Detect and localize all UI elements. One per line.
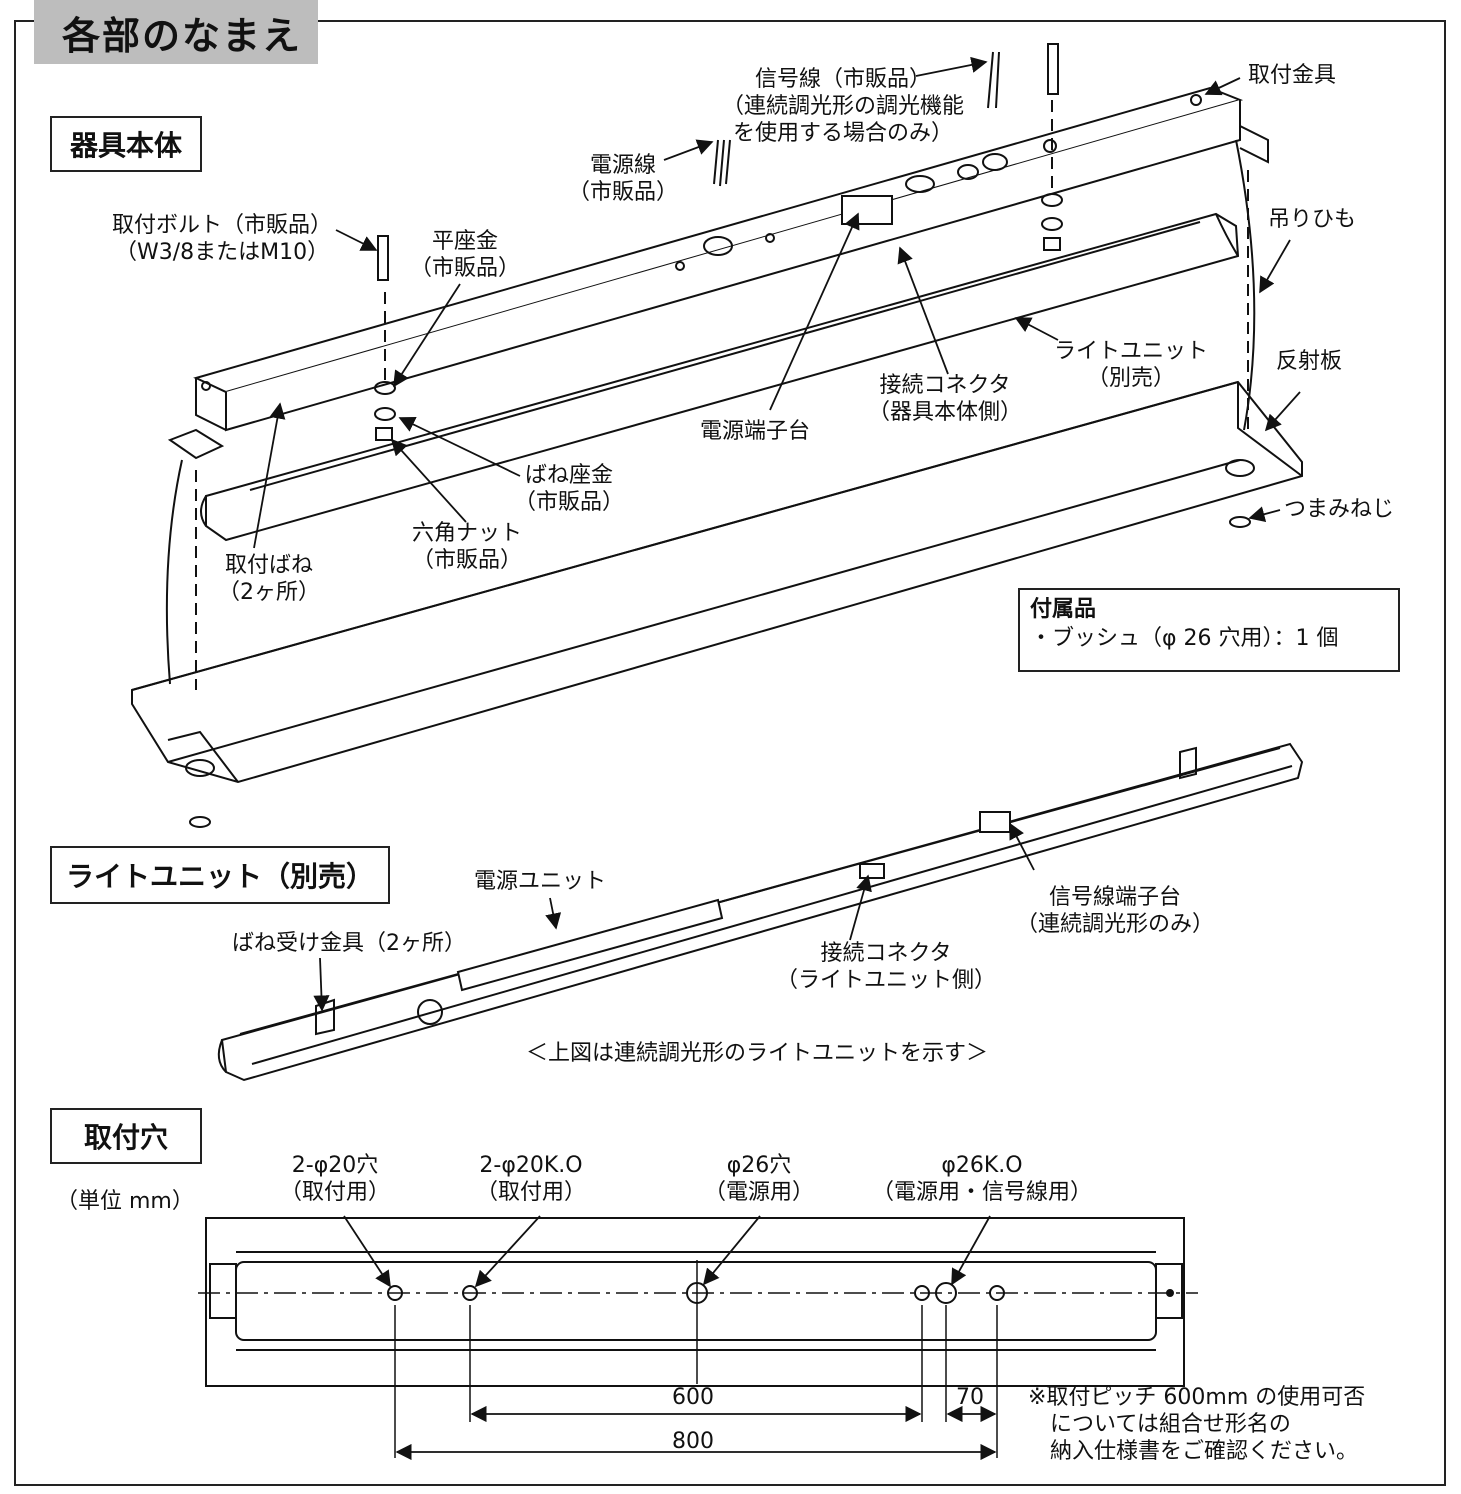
light-unit-in-body — [200, 212, 1240, 542]
label-flat-washer: 平座金 （市販品） — [410, 229, 521, 281]
label-unit: （単位 mm） — [56, 1189, 194, 1214]
label-hole-2: 2-φ20K.O （取付用） — [476, 1153, 587, 1205]
hole-plate — [205, 1217, 1185, 1387]
hang-cord-right — [1235, 139, 1256, 431]
dim-70: 70 — [956, 1385, 984, 1410]
label-terminal: 電源端子台 — [700, 419, 811, 444]
fixture-body — [167, 86, 1269, 460]
dim-600: 600 — [672, 1385, 714, 1410]
label-signal-terminal: 信号線端子台 （連続調光形のみ） — [1016, 885, 1215, 937]
label-hang-cord: 吊りひも — [1268, 207, 1357, 232]
accessories-title: 付属品 — [1030, 597, 1097, 622]
label-signal-wire: 信号線（市販品） （連続調光形の調光機能 を使用する場合のみ） — [722, 67, 965, 146]
bolts — [189, 43, 1251, 828]
label-reflector: 反射板 — [1276, 349, 1343, 374]
label-bolt: 取付ボルト（市販品） （W3/8またはM10） — [112, 213, 333, 265]
label-bracket: 取付金具 — [1248, 63, 1337, 88]
light-unit — [217, 742, 1304, 1082]
label-spring-washer: ばね座金 （市販品） — [514, 463, 625, 515]
section-light-unit: ライトユニット（別売） — [50, 846, 390, 904]
section-body: 器具本体 — [50, 116, 202, 172]
label-connector-unit: 接続コネクタ （ライトユニット側） — [776, 941, 997, 993]
accessories-box: 付属品 ・ブッシュ（φ 26 穴用）：1 個 — [1018, 588, 1400, 672]
hang-cord-left — [165, 459, 183, 685]
label-spring: 取付ばね （2ヶ所） — [218, 553, 320, 605]
outer-frame — [14, 20, 1446, 1486]
light-unit-caption: ＜上図は連続調光形のライトユニットを示す＞ — [526, 1041, 989, 1066]
note-pitch: ※取付ピッチ 600mm の使用可否 については組合せ形名の 納入仕様書をご確認… — [1028, 1385, 1366, 1464]
label-power-unit: 電源ユニット — [474, 869, 607, 894]
dim-800: 800 — [672, 1429, 714, 1454]
section-holes: 取付穴 — [50, 1108, 202, 1164]
accessories-item: ・ブッシュ（φ 26 穴用）：1 個 — [1030, 626, 1339, 651]
label-spring-receiver: ばね受け金具（2ヶ所） — [232, 931, 466, 956]
label-connector-body: 接続コネクタ （器具本体側） — [868, 373, 1023, 425]
label-knob-screw: つまみねじ — [1284, 497, 1395, 522]
label-hex-nut: 六角ナット （市販品） — [412, 521, 523, 573]
page-title: 各部のなまえ — [34, 0, 318, 64]
label-power-wire: 電源線 （市販品） — [568, 153, 679, 205]
label-light-unit: ライトユニット （別売） — [1054, 339, 1209, 391]
label-hole-4: φ26K.O （電源用・信号線用） — [872, 1153, 1093, 1205]
label-hole-1: 2-φ20穴 （取付用） — [280, 1153, 391, 1205]
label-hole-3: φ26穴 （電源用） — [704, 1153, 815, 1205]
